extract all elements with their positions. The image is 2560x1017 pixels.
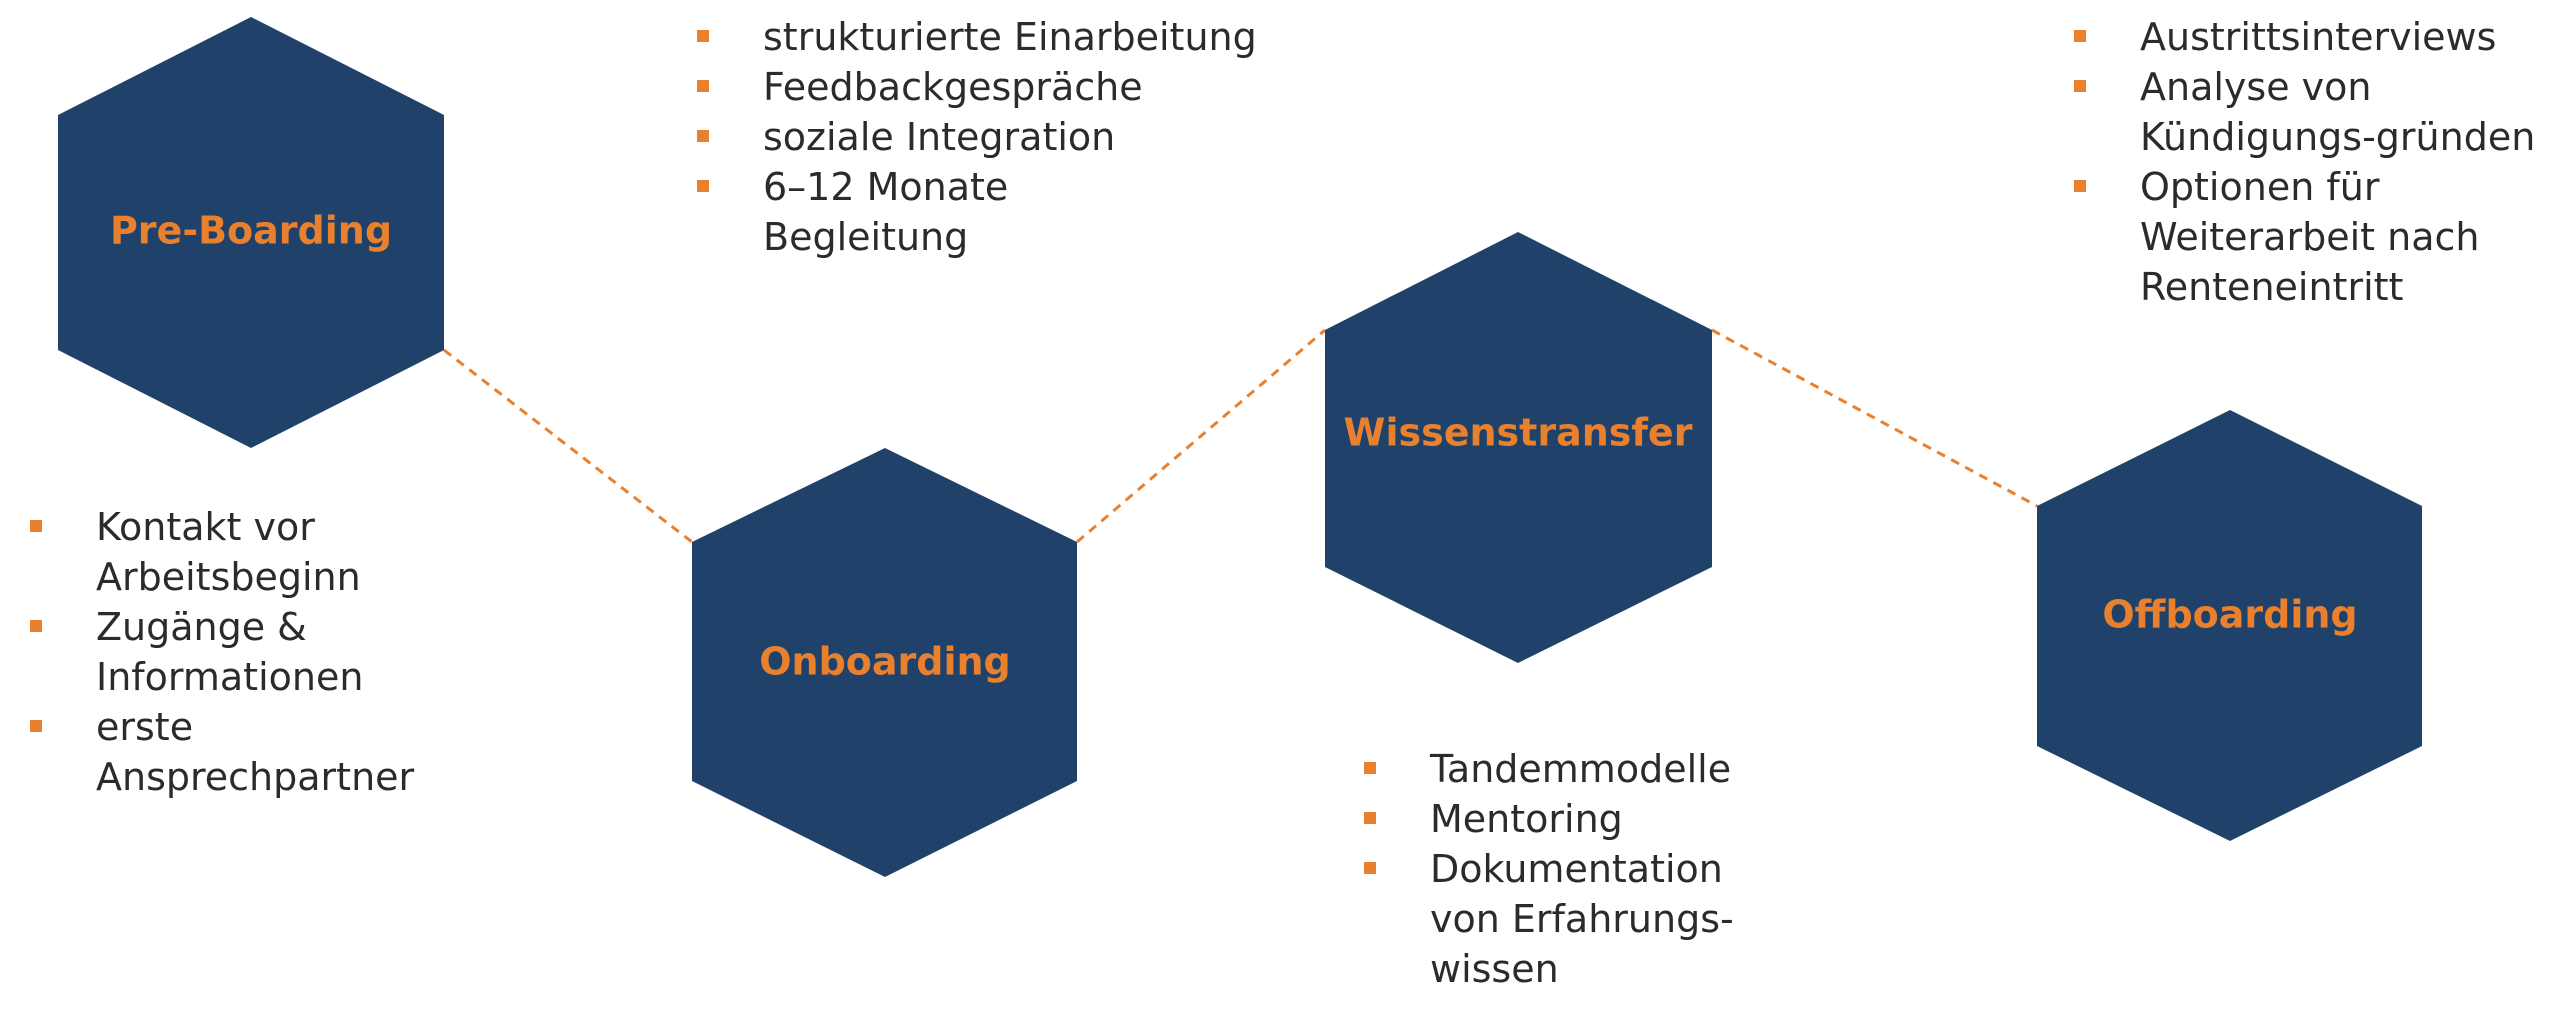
square-bullet-icon: [30, 620, 42, 632]
bullet-item: Dokumentation von Erfahrungs-wissen: [1364, 844, 1784, 994]
connector-preboarding-onboarding: [443, 348, 693, 544]
square-bullet-icon: [1364, 862, 1376, 874]
phase-label-offboarding: Offboarding: [2102, 593, 2357, 637]
square-bullet-icon: [2074, 80, 2086, 92]
bullet-item: Austrittsinterviews: [2074, 12, 2560, 62]
bullet-item: erste Ansprechpartner: [30, 702, 490, 802]
square-bullet-icon: [1364, 812, 1376, 824]
phase-label-onboarding: Onboarding: [759, 640, 1011, 684]
bullet-item: Zugänge & Informationen: [30, 602, 490, 702]
square-bullet-icon: [2074, 30, 2086, 42]
connector-wissenstransfer-offboarding: [1711, 328, 2038, 508]
square-bullet-icon: [2074, 180, 2086, 192]
bullet-list-onboarding: strukturierte Einarbeitung Feedbackgespr…: [697, 12, 1257, 262]
bullet-item: Tandemmodelle: [1364, 744, 1784, 794]
bullet-item: strukturierte Einarbeitung: [697, 12, 1257, 62]
bullet-list-wissenstransfer: Tandemmodelle Mentoring Dokumentation vo…: [1364, 744, 1784, 994]
phase-label-wissenstransfer: Wissenstransfer: [1344, 411, 1693, 455]
hexagon-onboarding: [692, 448, 1077, 877]
square-bullet-icon: [30, 520, 42, 532]
bullet-list-preboarding: Kontakt vor Arbeitsbeginn Zugänge & Info…: [30, 502, 490, 802]
bullet-item: Analyse von Kündigungs-gründen: [2074, 62, 2540, 162]
bullet-item: 6–12 Monate Begleitung: [697, 162, 1103, 262]
connector-onboarding-wissenstransfer: [1076, 328, 1326, 544]
hexagon-preboarding: [58, 17, 444, 448]
square-bullet-icon: [30, 720, 42, 732]
bullet-item: soziale Integration: [697, 112, 1257, 162]
square-bullet-icon: [697, 30, 709, 42]
phase-label-preboarding: Pre-Boarding: [110, 209, 392, 253]
hexagon-offboarding: [2037, 410, 2422, 841]
bullet-item: Optionen für Weiterarbeit nach Rentenein…: [2074, 162, 2560, 312]
square-bullet-icon: [697, 180, 709, 192]
hexagon-wissenstransfer: [1325, 232, 1712, 663]
square-bullet-icon: [697, 130, 709, 142]
square-bullet-icon: [697, 80, 709, 92]
bullet-item: Feedbackgespräche: [697, 62, 1257, 112]
bullet-list-offboarding: Austrittsinterviews Analyse von Kündigun…: [2074, 12, 2560, 312]
square-bullet-icon: [1364, 762, 1376, 774]
bullet-item: Mentoring: [1364, 794, 1784, 844]
bullet-item: Kontakt vor Arbeitsbeginn: [30, 502, 490, 602]
